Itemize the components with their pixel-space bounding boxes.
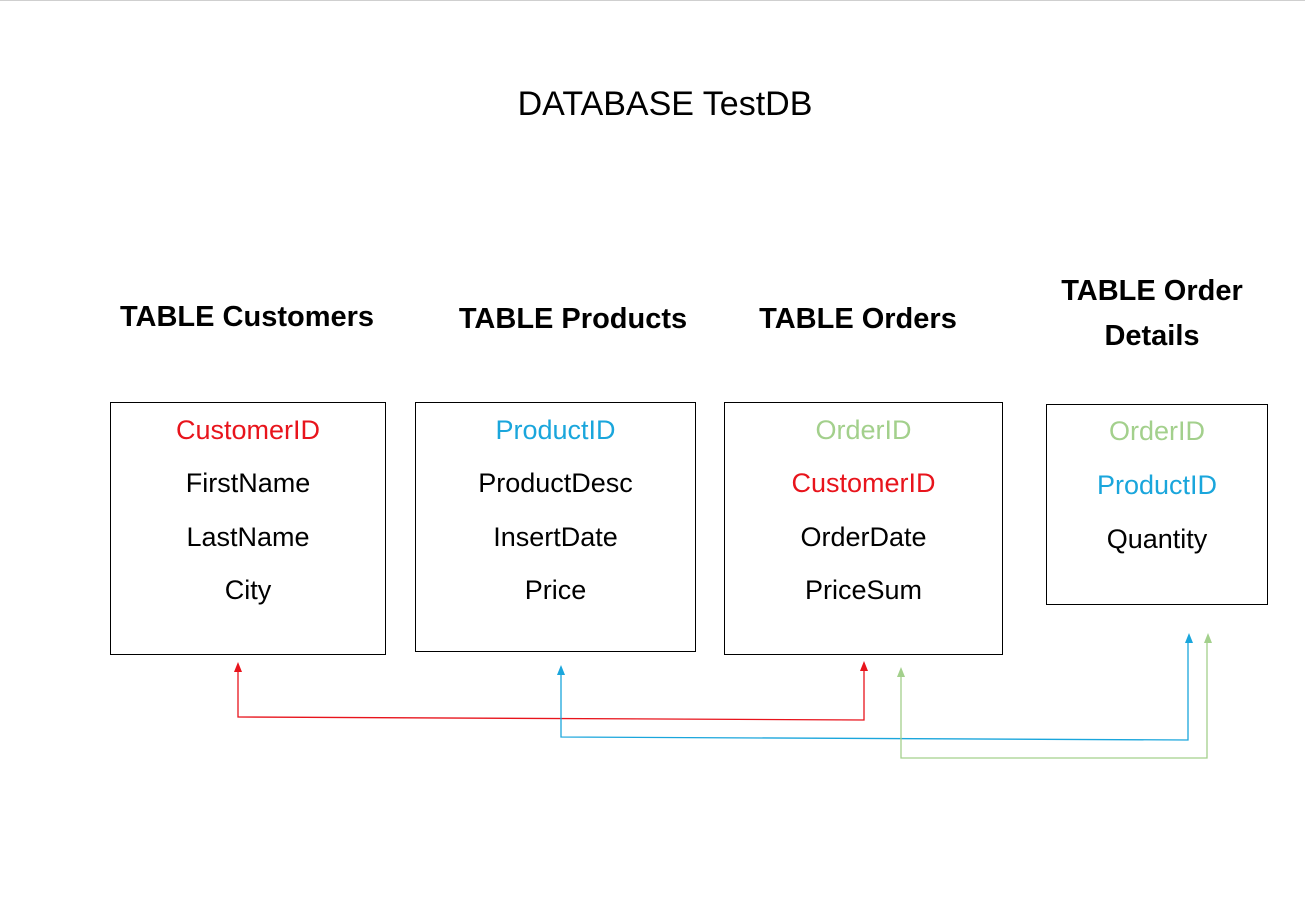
table-products: ProductID ProductDesc InsertDate Price [415,402,696,652]
table-title-products: TABLE Products [458,303,688,335]
relation-line-productid [560,641,1189,741]
field-customerid-fk: CustomerID [791,468,936,498]
field-pricesum: PriceSum [804,575,923,605]
table-title-orders: TABLE Orders [759,303,957,335]
table-title-order-details-line-2: Details [1104,320,1200,352]
field-firstname: FirstName [185,468,311,498]
relation-line-customerid [237,670,865,721]
field-orderid: OrderID [815,415,912,445]
field-productid: ProductID [495,415,616,445]
table-title-order-details: TABLE Order Details [1021,269,1283,359]
table-customers: CustomerID FirstName LastName City [110,402,386,655]
relation-arrowhead-orders-customerid [860,661,868,671]
relation-arrowhead-orderdetails-orderid [1204,633,1212,643]
field-insertdate: InsertDate [493,522,618,552]
top-divider [0,0,1305,1]
field-price: Price [524,575,587,605]
relation-line-orderid [900,641,1208,759]
field-productdesc: ProductDesc [478,468,633,498]
relation-arrowhead-orderdetails-productid [1185,633,1193,643]
relation-arrowhead-customers [234,662,242,672]
relation-arrowhead-orders-orderid [897,667,905,677]
field-orderdate: OrderDate [800,522,927,552]
table-orders: OrderID CustomerID OrderDate PriceSum [724,402,1003,655]
table-order-details: OrderID ProductID Quantity [1046,404,1268,605]
relation-arrowhead-products [557,665,565,675]
table-title-customers: TABLE Customers [119,301,375,333]
table-title-order-details-line-1: TABLE Order [1061,275,1243,307]
field-productid-fk: ProductID [1096,470,1218,500]
field-quantity: Quantity [1106,524,1208,554]
field-orderid-fk: OrderID [1108,416,1206,446]
field-city: City [224,575,272,605]
field-customerid: CustomerID [175,415,321,445]
field-lastname: LastName [186,522,310,552]
database-title: DATABASE TestDB [517,85,813,123]
